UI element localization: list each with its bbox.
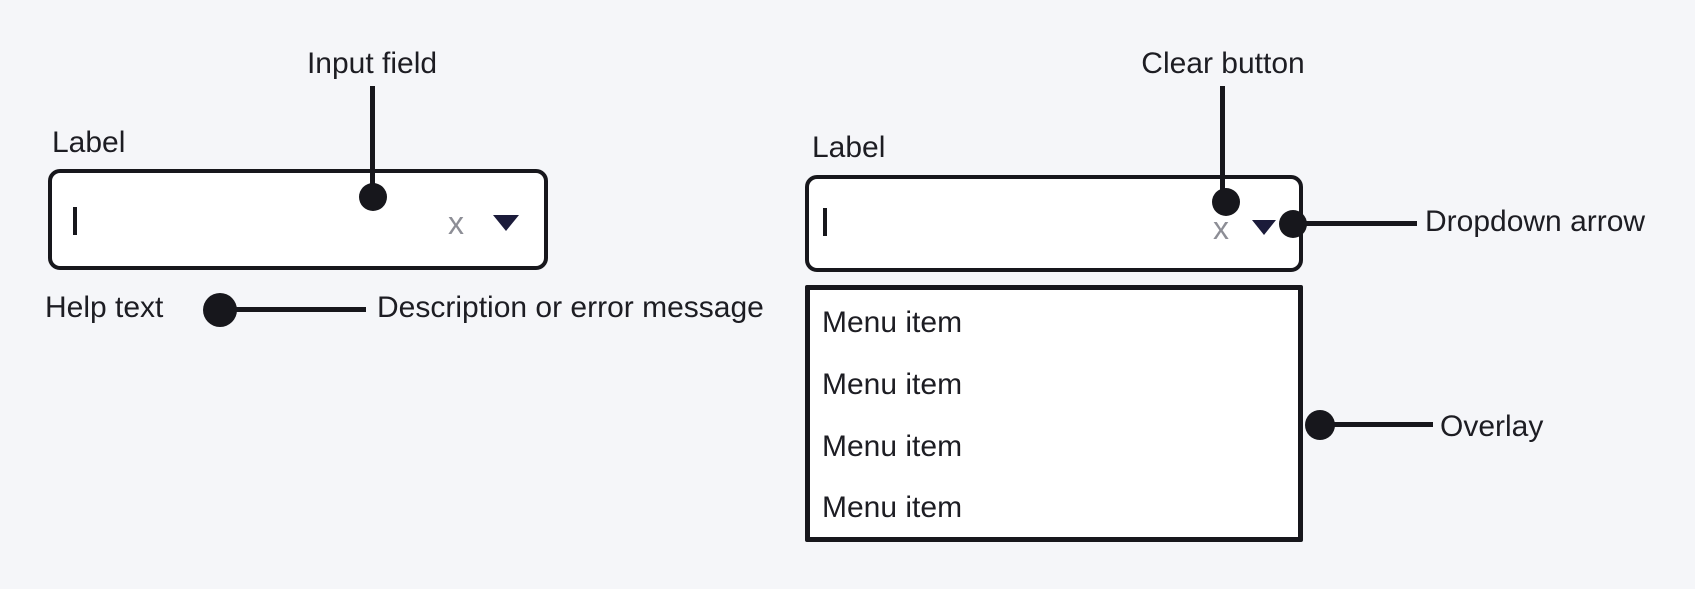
callout-line-dropdown-arrow xyxy=(1305,221,1417,226)
dropdown-arrow-icon[interactable] xyxy=(1252,220,1276,235)
text-cursor-icon xyxy=(73,207,77,235)
callout-line-clear-button xyxy=(1220,86,1225,202)
callout-line-overlay xyxy=(1333,422,1433,427)
left-combobox-label: Label xyxy=(52,126,126,159)
callout-dot-help-text xyxy=(203,293,237,327)
annotation-clear-button: Clear button xyxy=(1141,47,1305,80)
menu-item[interactable]: Menu item xyxy=(822,368,963,401)
clear-icon[interactable]: x xyxy=(1213,210,1229,246)
left-combobox-help-text: Help text xyxy=(45,291,164,324)
callout-line-input-field xyxy=(370,86,375,197)
clear-icon[interactable]: x xyxy=(448,205,464,241)
annotation-dropdown-arrow: Dropdown arrow xyxy=(1425,205,1646,238)
combobox-menu-overlay: Menu item Menu item Menu item Menu item xyxy=(805,285,1303,542)
dropdown-arrow-icon[interactable] xyxy=(493,215,519,231)
left-combobox-input[interactable]: x xyxy=(48,169,548,270)
callout-dot-clear-button xyxy=(1212,188,1240,216)
callout-dot-overlay xyxy=(1305,410,1335,440)
right-combobox-label: Label xyxy=(812,131,886,164)
menu-item[interactable]: Menu item xyxy=(822,491,963,524)
text-cursor-icon xyxy=(823,208,827,236)
annotation-help-description: Description or error message xyxy=(377,291,764,324)
annotation-overlay: Overlay xyxy=(1440,410,1544,443)
annotation-input-field: Input field xyxy=(306,47,438,80)
callout-dot-dropdown-arrow xyxy=(1279,210,1307,238)
callout-dot-input-field xyxy=(359,183,387,211)
menu-item[interactable]: Menu item xyxy=(822,306,963,339)
menu-item[interactable]: Menu item xyxy=(822,430,963,463)
callout-line-help-text xyxy=(236,307,366,312)
